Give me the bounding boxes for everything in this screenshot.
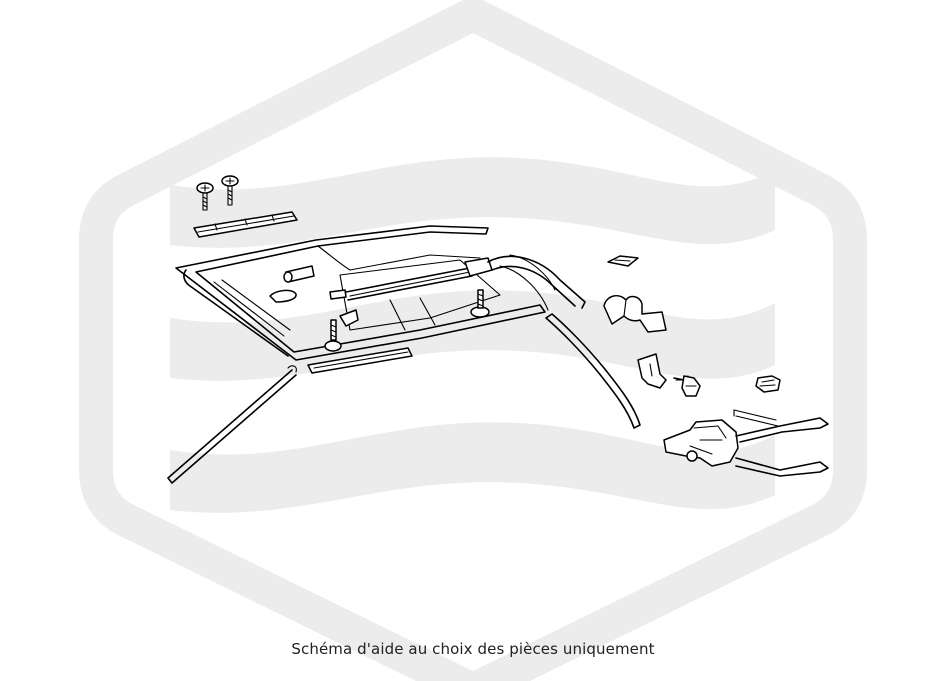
mounting-bracket bbox=[637, 353, 667, 389]
spring-clip bbox=[755, 375, 781, 393]
hex-bolt bbox=[673, 375, 701, 397]
drive-motor bbox=[663, 419, 739, 467]
disclaimer-caption: Schéma d'aide au choix des pièces unique… bbox=[291, 640, 655, 658]
clip-small bbox=[607, 255, 639, 267]
bracket-clamp bbox=[603, 295, 667, 333]
drain-hose-right bbox=[545, 313, 641, 429]
roof-frame bbox=[175, 225, 546, 361]
watermark-hexagon bbox=[79, 0, 867, 681]
drive-cables bbox=[733, 409, 829, 477]
rear-trim-strip bbox=[307, 347, 413, 374]
cross-head-screws bbox=[196, 175, 239, 211]
guide-rail-cable bbox=[324, 254, 586, 352]
front-trim-strip bbox=[193, 211, 298, 238]
drain-hose-left bbox=[167, 365, 297, 484]
watermark-wave-top bbox=[170, 157, 775, 248]
watermark-wave-bottom bbox=[170, 422, 775, 513]
